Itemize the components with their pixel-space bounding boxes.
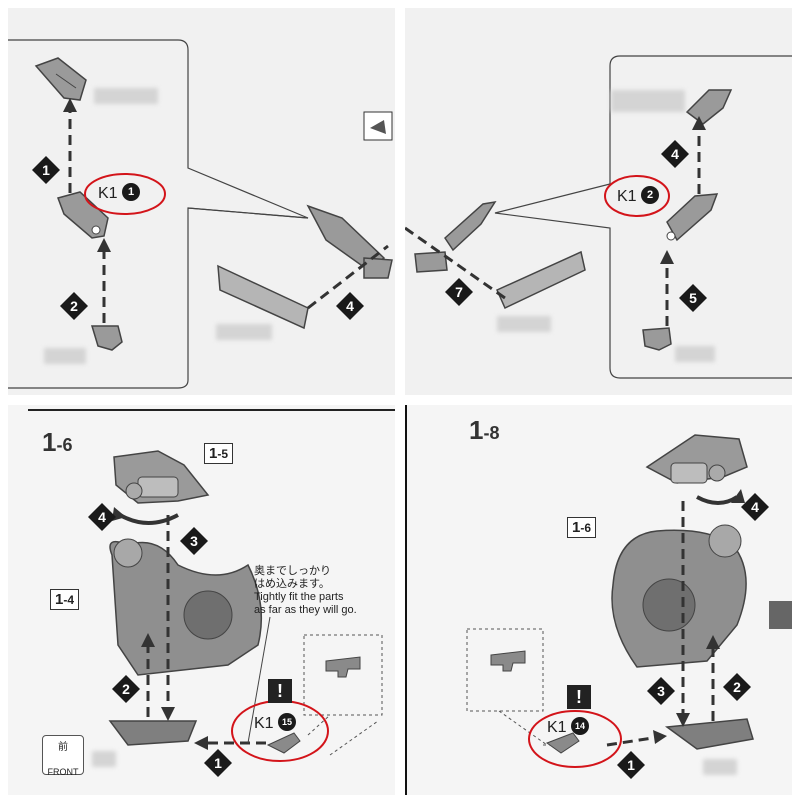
panel-step-1-6: 1-6 bbox=[8, 405, 395, 795]
ref-box-1-5: 1-5 bbox=[204, 443, 234, 464]
highlight-ring bbox=[528, 710, 622, 768]
divider bbox=[28, 409, 395, 411]
blurred-label bbox=[703, 759, 737, 775]
part-number-badge: 2 bbox=[641, 186, 660, 204]
warning-mark: ! bbox=[567, 685, 591, 709]
step-title: 1-6 bbox=[42, 427, 73, 457]
step-badge: 3 bbox=[180, 527, 208, 555]
step-badge: 4 bbox=[336, 292, 364, 320]
step-badge: 2 bbox=[723, 673, 751, 701]
panel-step-1-8: 1-8 1-6 4 bbox=[405, 405, 792, 795]
step-badge: 2 bbox=[60, 292, 88, 320]
assembly-note: 奥までしっかり はめ込みます。 Tightly fit the parts as… bbox=[254, 565, 357, 616]
part-label: K1 14 bbox=[547, 717, 590, 737]
step-title: 1-8 bbox=[469, 415, 500, 445]
panel-k1-part-1: K1 1 1 2 4 bbox=[8, 8, 395, 395]
blade-part bbox=[414, 200, 586, 310]
step-badge: 4 bbox=[661, 140, 689, 168]
claw-part-top bbox=[685, 89, 733, 125]
claw-part-top bbox=[34, 57, 87, 101]
blurred-label bbox=[675, 346, 715, 362]
body-assembly bbox=[611, 524, 747, 668]
body-assembly bbox=[109, 538, 263, 676]
step-badge: 2 bbox=[112, 675, 140, 703]
blurred-label bbox=[611, 90, 685, 112]
claw-part-bottom bbox=[642, 327, 672, 351]
highlight-ring bbox=[604, 175, 670, 217]
blurred-label bbox=[216, 324, 272, 340]
step-badge: 4 bbox=[88, 503, 116, 531]
foot-part bbox=[664, 718, 754, 750]
claw-part-bottom bbox=[90, 325, 123, 351]
warning-mark: ! bbox=[268, 679, 292, 703]
part-number-badge: 1 bbox=[122, 183, 141, 201]
blurred-label bbox=[92, 751, 116, 767]
claw-part-middle bbox=[57, 191, 109, 239]
part-label: K1 15 bbox=[254, 713, 297, 733]
blurred-label bbox=[94, 88, 158, 104]
part-number-badge: 15 bbox=[278, 713, 297, 731]
assembly-diagram-2 bbox=[405, 55, 792, 379]
foot-part bbox=[108, 720, 198, 746]
upper-assembly bbox=[113, 450, 210, 504]
assembly-diagram-3 bbox=[108, 450, 383, 762]
panel-k1-part-2: K1 2 4 5 7 bbox=[405, 8, 792, 395]
upper-assembly bbox=[645, 434, 748, 484]
step-badge: 1 bbox=[32, 156, 60, 184]
highlight-ring bbox=[84, 173, 166, 215]
blurred-label bbox=[497, 316, 551, 332]
assembly-diagram-1 bbox=[8, 39, 393, 389]
step-badge: 7 bbox=[445, 278, 473, 306]
step-badge: 1 bbox=[204, 749, 232, 777]
part-number-badge: 14 bbox=[571, 717, 590, 735]
claw-part-middle bbox=[666, 193, 719, 242]
step-badge: 3 bbox=[647, 677, 675, 705]
blade-part bbox=[217, 204, 393, 330]
front-indicator: 前 FRONT bbox=[42, 735, 84, 777]
step-badge: 1 bbox=[617, 751, 645, 779]
ref-box-1-6: 1-6 bbox=[567, 517, 597, 538]
step-badge: 4 bbox=[741, 493, 769, 521]
step-badge: 5 bbox=[679, 284, 707, 312]
assembly-diagram-4 bbox=[466, 434, 792, 768]
ref-box-1-4: 1-4 bbox=[50, 589, 80, 610]
blurred-label bbox=[44, 348, 86, 364]
part-label: K1 2 bbox=[617, 186, 660, 206]
part-label: K1 1 bbox=[98, 183, 141, 203]
